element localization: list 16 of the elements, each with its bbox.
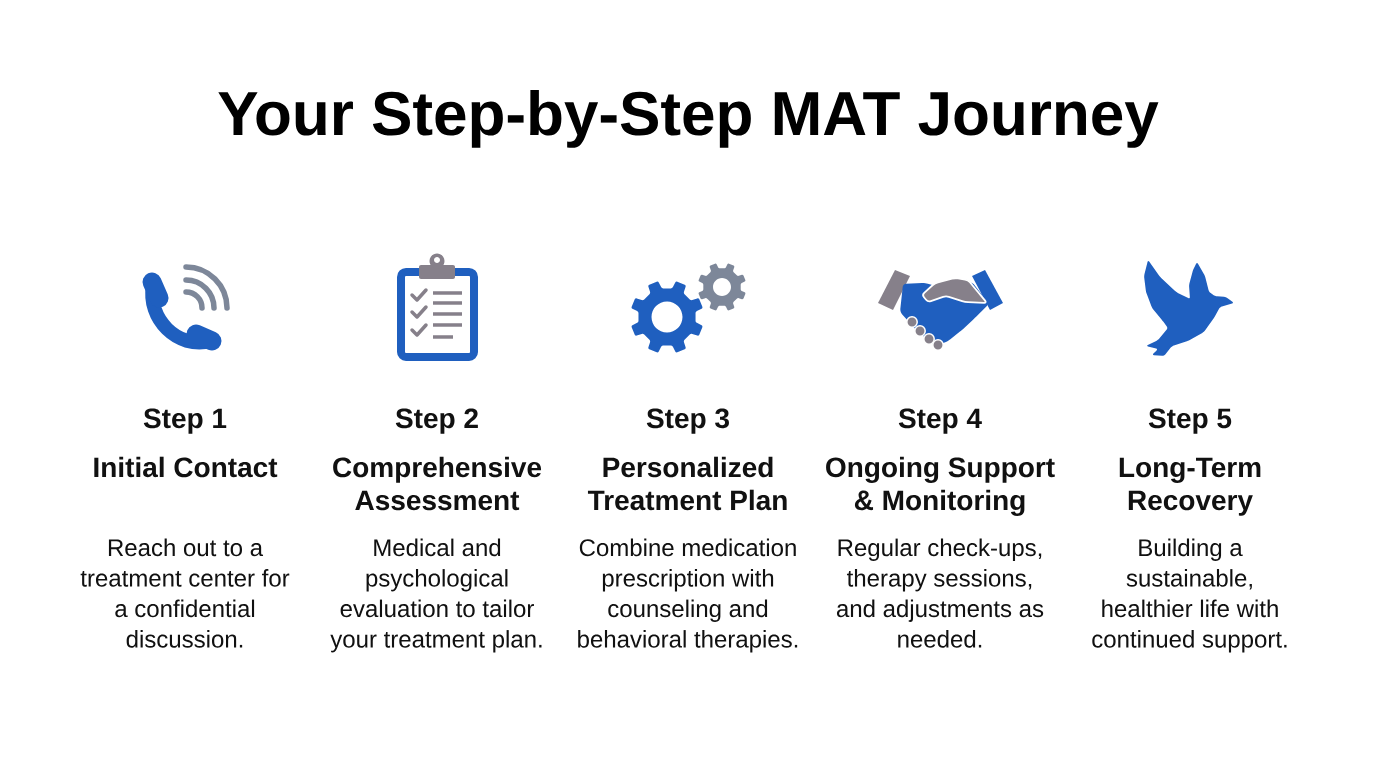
step-heading: Personalized Treatment Plan [587, 456, 787, 511]
step-description: Regular check-ups, therapy sessions, and adjustments as needed. [836, 538, 1044, 648]
step-number: Step 4 [898, 408, 982, 434]
step-heading: Long-Term Recovery [1119, 457, 1261, 516]
step-number: Step 1 [143, 408, 227, 434]
step-description: Combine medication prescription with counseling and behavioral therapies. [578, 538, 798, 653]
step-number: Step 5 [1148, 408, 1232, 434]
step-heading: Initial Contact [94, 456, 278, 478]
title: Your Step-by-Step MAT Journey [218, 90, 1159, 148]
step-number: Step 2 [395, 408, 478, 434]
step-number: Step 3 [646, 408, 729, 434]
step-description: Reach out to a treatment center for a confidential discussion. [80, 538, 290, 648]
step-heading: Comprehensive Assessment [333, 456, 542, 511]
step-description: Building a sustainable, healthier life with continued support. [1092, 538, 1287, 653]
step-description: Medical and psychological evaluation to tailor your treatment plan. [330, 538, 542, 653]
step-heading: Ongoing Support & Monitoring [826, 456, 1055, 516]
